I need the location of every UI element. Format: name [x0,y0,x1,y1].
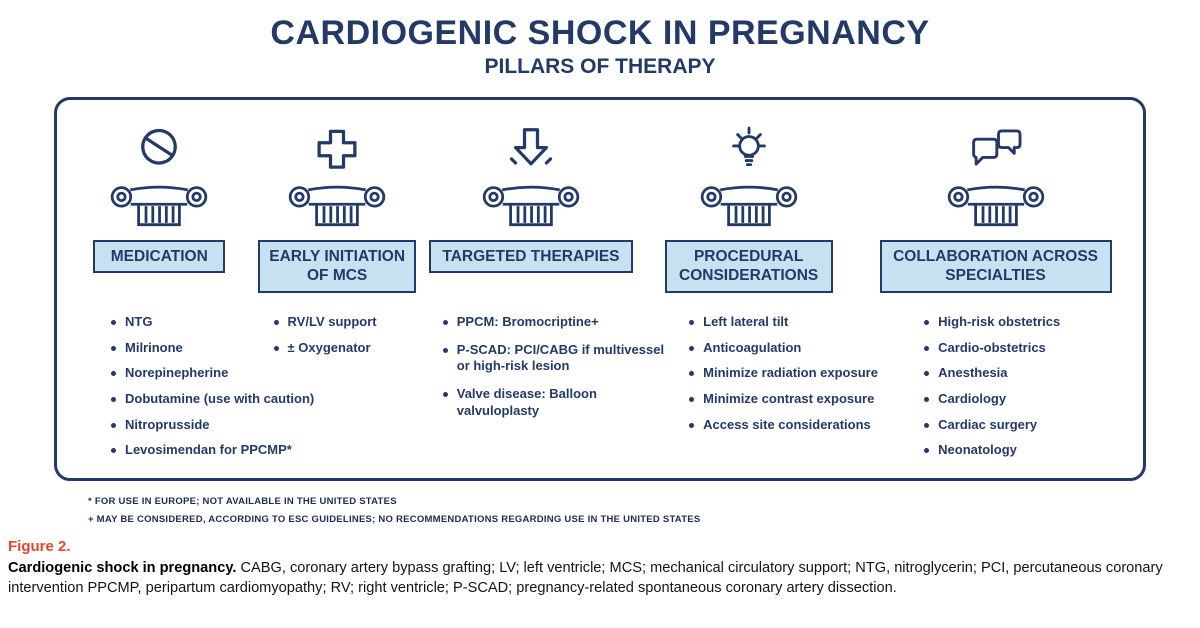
figure-title: CARDIOGENIC SHOCK IN PREGNANCY [270,14,930,52]
list-item: Dobutamine (use with caution) [109,391,314,408]
pillar-header-area: COLLABORATION ACROSS SPECIALTIES [860,240,1131,306]
list-item: Access site considerations [687,417,871,434]
pillar-header-medication: MEDICATION [93,240,226,274]
list-item: Cardiac surgery [922,417,1131,434]
lightbulb-icon [723,120,775,180]
figure-label: Figure 2. [8,538,71,556]
targeted-therapies-list: PPCM: Bromocriptine+ P-SCAD: PCI/CABG if… [425,314,664,430]
list-item: Milrinone [109,340,250,357]
column-capital-icon [945,182,1047,234]
list-item: P-SCAD: PCI/CABG if multivessel or high-… [441,342,673,375]
figure-header: CARDIOGENIC SHOCK IN PREGNANCY PILLARS O… [0,0,1200,79]
pillars-container: MEDICATION NTG Milrinone Norepinepherine… [54,97,1146,482]
list-item: RV/LV support [272,314,425,331]
medication-pill-icon [133,120,185,180]
column-capital-icon [108,182,210,234]
list-item: Valve disease: Balloon valvuloplasty [441,386,673,419]
list-item: Anticoagulation [687,340,860,357]
footnotes: * FOR USE IN EUROPE; NOT AVAILABLE IN TH… [88,493,1200,528]
pillar-header-area: PROCEDURAL CONSIDERATIONS [637,240,860,306]
column-capital-icon [286,182,388,234]
pillar-early-initiation-mcs: EARLY INITIATION OF MCS RV/LV support ± … [250,120,425,468]
down-arrow-icon [505,120,557,180]
footnote-plus: + MAY BE CONSIDERED, ACCORDING TO ESC GU… [88,513,701,525]
pillar-header-area: TARGETED THERAPIES [425,240,637,306]
list-item: Minimize radiation exposure [687,365,878,382]
list-item: Nitroprusside [109,417,250,434]
list-item: Anesthesia [922,365,1131,382]
column-capital-icon [698,182,800,234]
pillar-header-procedural: PROCEDURAL CONSIDERATIONS [664,240,833,293]
list-item: ± Oxygenator [272,340,425,357]
pillar-header-targeted-therapies: TARGETED THERAPIES [428,240,633,274]
list-item: PPCM: Bromocriptine+ [441,314,673,331]
medical-cross-icon [311,120,363,180]
list-item: Left lateral tilt [687,314,860,331]
list-item: High-risk obstetrics [922,314,1131,331]
pillar-procedural-considerations: PROCEDURAL CONSIDERATIONS Left lateral t… [637,120,878,468]
pillar-medication: MEDICATION NTG Milrinone Norepinepherine… [69,120,314,468]
list-item: Neonatology [922,442,1131,459]
pillar-header-area: MEDICATION [69,240,250,306]
pillar-header-area: EARLY INITIATION OF MCS [250,240,425,306]
caption-text: Cardiogenic shock in pregnancy. CABG, co… [8,558,1190,598]
list-item: Cardiology [922,391,1131,408]
list-item: Norepinepherine [109,365,250,382]
list-item: NTG [109,314,250,331]
list-item: Levosimendan for PPCMP* [109,442,292,459]
list-item: Minimize contrast exposure [687,391,874,408]
column-capital-icon [480,182,582,234]
pillar-header-collaboration: COLLABORATION ACROSS SPECIALTIES [879,240,1112,293]
footnote-asterisk: * FOR USE IN EUROPE; NOT AVAILABLE IN TH… [88,496,397,508]
list-item: Cardio-obstetrics [922,340,1131,357]
mcs-list: RV/LV support ± Oxygenator [250,314,425,365]
speech-bubbles-icon [967,120,1025,180]
pillar-targeted-therapies: TARGETED THERAPIES PPCM: Bromocriptine+ … [425,120,664,468]
caption-abbreviations: CABG, coronary artery bypass grafting; L… [8,560,1163,597]
pillar-header-early-initiation: EARLY INITIATION OF MCS [258,240,417,293]
pillar-collaboration: COLLABORATION ACROSS SPECIALTIES High-ri… [860,120,1131,468]
procedural-list: Left lateral tilt Anticoagulation Minimi… [637,314,878,442]
caption-bold-lead: Cardiogenic shock in pregnancy. [8,560,237,577]
collaboration-list: High-risk obstetrics Cardio-obstetrics A… [860,314,1131,468]
medication-list: NTG Milrinone Norepinepherine Dobutamine… [69,314,314,468]
figure-caption: Figure 2. Cardiogenic shock in pregnancy… [8,538,1190,598]
figure-subtitle: PILLARS OF THERAPY [484,55,716,79]
